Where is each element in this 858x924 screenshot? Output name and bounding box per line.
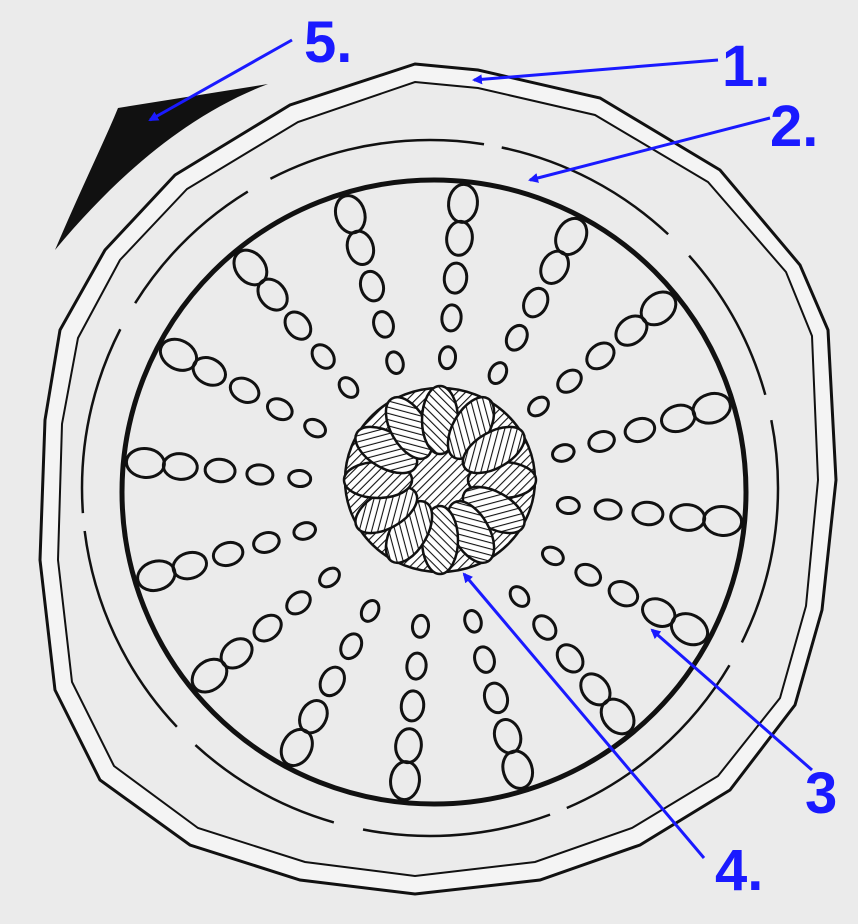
label-2: 2. <box>770 98 818 156</box>
label-4: 4. <box>715 842 763 900</box>
label-5: 5. <box>304 14 352 72</box>
label-1: 1. <box>722 38 770 96</box>
label-3: 3 <box>805 765 837 823</box>
pith-cluster <box>344 386 536 574</box>
